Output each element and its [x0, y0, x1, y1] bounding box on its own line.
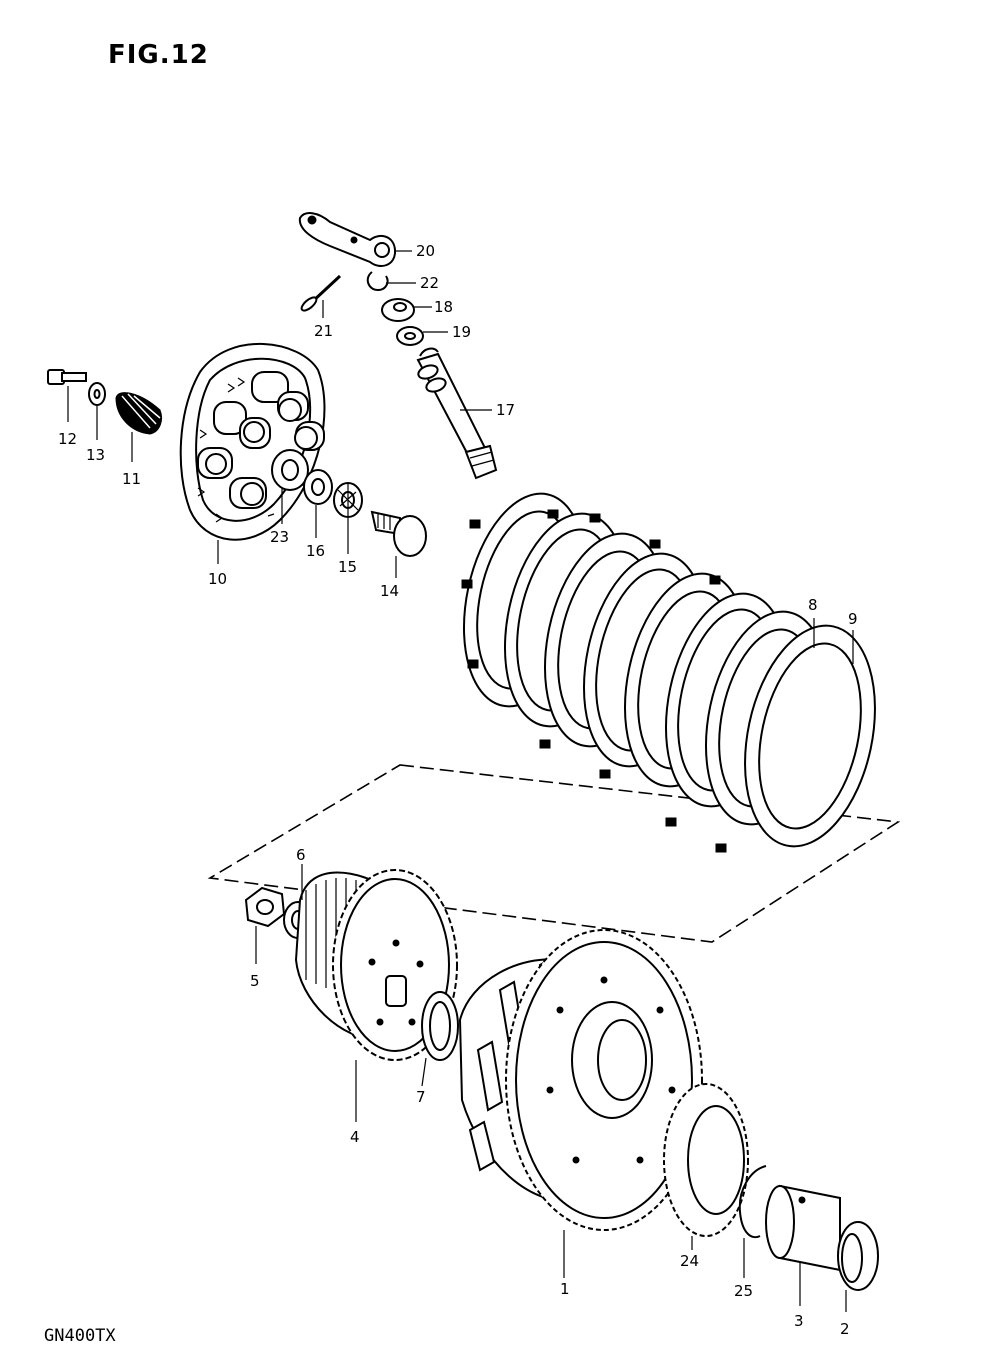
- callout-22: 22: [420, 274, 439, 292]
- callout-8: 8: [808, 596, 818, 614]
- part-1-clutch-housing: [458, 929, 703, 1231]
- part-21-pin: [300, 274, 342, 312]
- part-19-washer: [396, 326, 424, 346]
- callout-13: 13: [86, 446, 105, 464]
- part-18-cam: [381, 298, 415, 322]
- part-20-release-arm: [298, 212, 397, 267]
- callout-2: 2: [840, 1320, 850, 1338]
- callout-10: 10: [208, 570, 227, 588]
- callout-18: 18: [434, 298, 453, 316]
- callout-1: 1: [560, 1280, 570, 1298]
- part-23-bearing: [271, 449, 309, 491]
- callout-15: 15: [338, 558, 357, 576]
- callout-16: 16: [306, 542, 325, 560]
- part-22-circlip: [366, 271, 389, 292]
- callout-12: 12: [58, 430, 77, 448]
- callout-19: 19: [452, 323, 471, 341]
- part-2-washer: [837, 1221, 879, 1291]
- part-3-spacer: [765, 1184, 841, 1272]
- callout-5: 5: [250, 972, 260, 990]
- callout-24: 24: [680, 1252, 699, 1270]
- part-16-washer: [303, 469, 333, 505]
- clutch-plate-stack: [461, 492, 876, 853]
- callout-4: 4: [350, 1128, 360, 1146]
- callout-6: 6: [296, 846, 306, 864]
- callout-11: 11: [122, 470, 141, 488]
- figure-title: FIG.12: [108, 40, 209, 70]
- part-15-thrust-bearing: [333, 482, 363, 518]
- callout-23: 23: [270, 528, 289, 546]
- callout-17: 17: [496, 401, 515, 419]
- part-17-pushrod: [416, 347, 498, 480]
- part-7-thrust-washer: [421, 991, 459, 1061]
- part-14-release-rack: [370, 510, 427, 557]
- callout-14: 14: [380, 582, 399, 600]
- callout-21: 21: [314, 322, 333, 340]
- callout-3: 3: [794, 1312, 804, 1330]
- part-24-gear: [663, 1083, 749, 1237]
- plate-9-drive: [744, 624, 876, 848]
- part-12-bolt: [47, 369, 87, 385]
- part-11-spring: [115, 392, 163, 435]
- callout-9: 9: [848, 610, 858, 628]
- part-5-nut: [244, 886, 286, 928]
- assembly-outline: [207, 764, 901, 943]
- callout-7: 7: [416, 1088, 426, 1106]
- model-code: GN400TX: [44, 1326, 116, 1346]
- callout-25: 25: [734, 1282, 753, 1300]
- callout-numbers: 20 22 18 19 17 21 12 13 11 10 23 16 15 1…: [58, 242, 858, 1338]
- part-25-circlip: [738, 1165, 767, 1239]
- callout-20: 20: [416, 242, 435, 260]
- leader-lines: [67, 250, 854, 1312]
- part-13-washer: [88, 382, 106, 406]
- part-10-pressure-plate: [179, 342, 326, 541]
